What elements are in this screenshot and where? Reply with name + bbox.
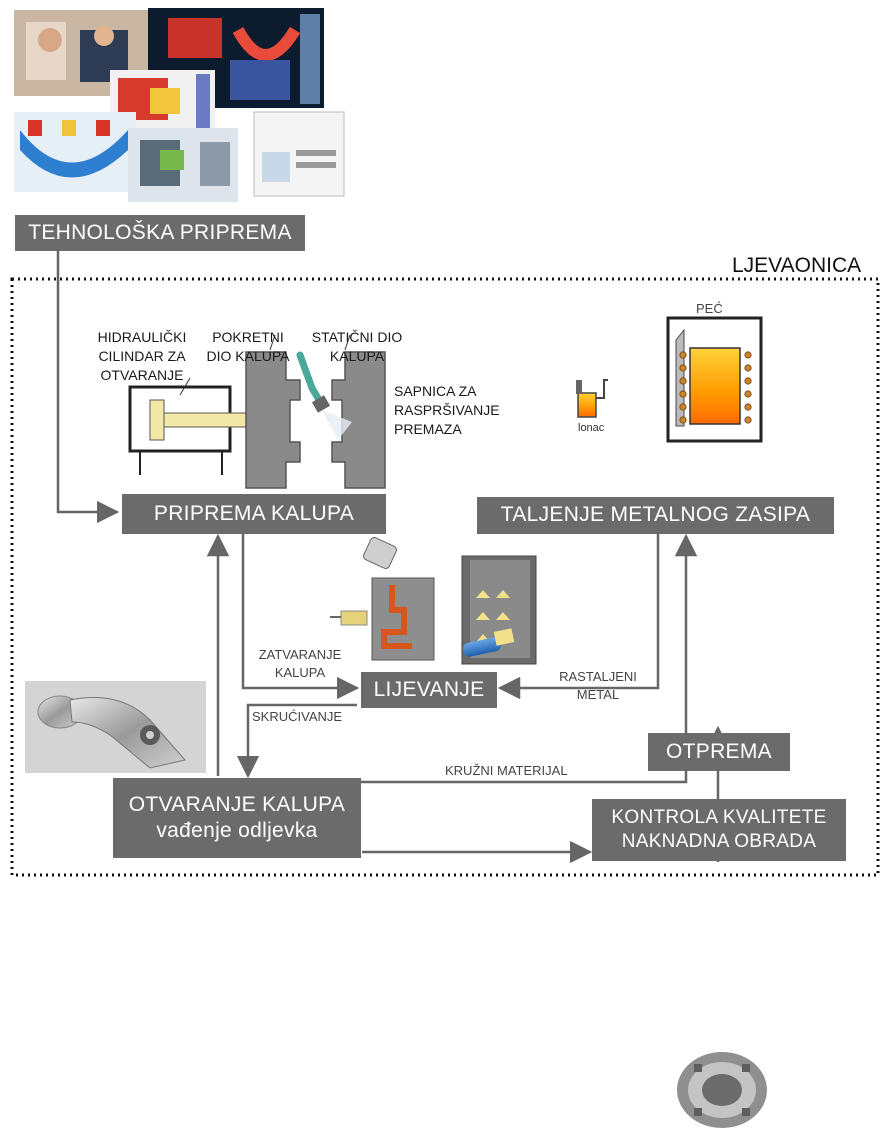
- die-casting-machine-drawing: [128, 334, 386, 489]
- furnace-drawing: [666, 316, 763, 443]
- technology-preparation-collage: [14, 8, 345, 202]
- ladle-drawing: [576, 379, 608, 418]
- foundry-region-label: LJEVAONICA: [732, 254, 862, 277]
- arrow-mold-to-casting: [241, 532, 360, 700]
- opening-label-line2: vađenje odljevka: [156, 819, 318, 842]
- quality-box[interactable]: KONTROLA KVALITETE NAKNADNA OBRADA: [592, 799, 846, 861]
- furnace-label: PEĆ: [696, 301, 723, 316]
- mold-prep-box[interactable]: PRIPREMA KALUPA: [122, 494, 386, 534]
- pressure-die-machine-drawing: [461, 555, 537, 665]
- nozzle-label: SAPNICA ZA RASPRŠIVANJE PREMAZA: [394, 383, 500, 437]
- shipping-box[interactable]: OTPREMA: [648, 733, 790, 771]
- casting-label: LIJEVANJE: [373, 677, 485, 701]
- quality-label-line1: KONTROLA KVALITETE: [611, 807, 827, 829]
- cast-part-photo: [25, 681, 206, 773]
- arrow-melt-to-casting: [497, 532, 660, 700]
- tech-prep-label: TEHNOLOŠKA PRIPREMA: [28, 220, 292, 244]
- opening-label-line1: OTVARANJE KALUPA: [128, 792, 346, 816]
- solidification-label: SKRUĆIVANJE: [252, 709, 343, 724]
- moving-part-label: POKRETNI DIO KALUPA: [206, 329, 290, 364]
- final-part-photo: [677, 1052, 767, 1128]
- quality-label-line2: NAKNADNA OBRADA: [621, 831, 817, 852]
- return-material-label: KRUŽNI MATERIJAL: [445, 763, 568, 778]
- opening-box[interactable]: OTVARANJE KALUPA vađenje odljevka: [113, 778, 361, 858]
- foundry-boundary: [10, 277, 880, 877]
- melting-label: TALJENJE METALNOG ZASIPA: [500, 503, 811, 527]
- casting-box[interactable]: LIJEVANJE: [361, 672, 497, 708]
- arrow-casting-to-opening: [236, 703, 357, 779]
- arrow-return-material: [360, 533, 698, 784]
- static-part-label: STATIČNI DIO KALUPA: [311, 329, 403, 364]
- pouring-mold-drawing: [330, 537, 435, 661]
- melting-box[interactable]: TALJENJE METALNOG ZASIPA: [477, 497, 834, 534]
- shipping-label: OTPREMA: [666, 739, 772, 763]
- arrow-tech-to-mold: [56, 250, 120, 524]
- cylinder-label: HIDRAULIČKI CILINDAR ZA OTVARANJE: [97, 329, 187, 383]
- closing-mold-label: ZATVARANJE KALUPA: [258, 647, 342, 680]
- ladle-label: lonac: [578, 422, 605, 434]
- mold-prep-label: PRIPREMA KALUPA: [153, 501, 355, 525]
- molten-metal-label: RASTALJENI METAL: [559, 669, 637, 702]
- tech-prep-box[interactable]: TEHNOLOŠKA PRIPREMA: [15, 215, 305, 251]
